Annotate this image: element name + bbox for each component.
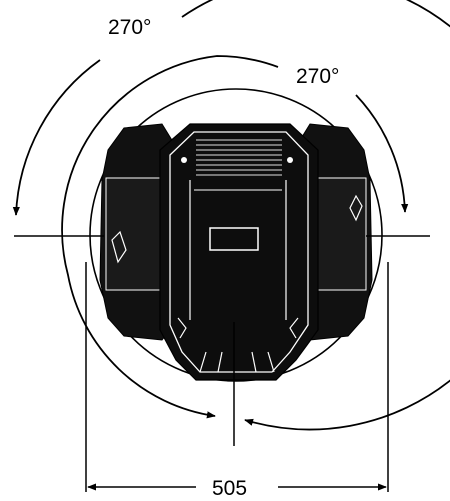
outer-rotation-label: 270°: [108, 16, 151, 39]
outer-rotation-arc: [181, 0, 450, 431]
screw-left: [181, 157, 187, 163]
left-arm: [99, 123, 179, 341]
outer-rotation-arc-start: [12, 59, 101, 216]
body-outline-circle: [89, 88, 383, 382]
width-dimension-label: 505: [212, 477, 247, 500]
inner-rotation-arc: [61, 55, 279, 419]
screw-right: [287, 157, 293, 163]
head-body: [159, 123, 319, 381]
inner-rotation-label: 270°: [296, 65, 339, 88]
bottom-fins: [177, 317, 299, 373]
display-window: [209, 227, 259, 251]
inner-rotation-arc-right: [355, 94, 409, 213]
top-grille: [196, 139, 282, 176]
